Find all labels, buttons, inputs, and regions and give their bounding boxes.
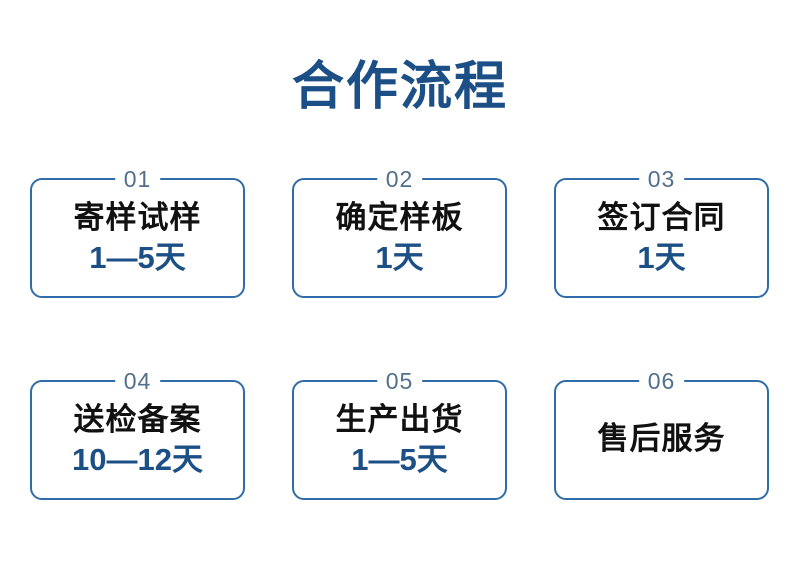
step-duration: 1天 [375,240,424,275]
step-duration: 1—5天 [351,442,448,477]
step-card-06: 06 售后服务 [554,367,769,500]
step-duration: 1—5天 [89,240,186,275]
step-number: 03 [638,165,685,193]
step-number: 06 [638,367,685,395]
step-card-05: 05 生产出货 1—5天 [292,367,507,500]
step-duration: 10—12天 [72,442,203,477]
step-card-01: 01 寄样试样 1—5天 [30,165,245,298]
step-label: 寄样试样 [73,200,202,235]
step-number: 02 [376,165,423,193]
step-card-03: 03 签订合同 1天 [554,165,769,298]
step-card-02: 02 确定样板 1天 [292,165,507,298]
step-label: 确定样板 [335,200,464,235]
steps-grid: 01 寄样试样 1—5天 02 确定样板 1天 03 签订合同 1天 04 送检… [30,165,770,500]
step-number: 01 [114,165,161,193]
step-number: 05 [376,367,423,395]
step-number: 04 [114,367,161,395]
page-title: 合作流程 [291,58,508,116]
step-card-04: 04 送检备案 10—12天 [30,367,245,500]
step-label: 送检备案 [73,402,202,437]
step-duration: 1天 [637,240,686,275]
step-label: 生产出货 [335,402,464,437]
step-label: 售后服务 [597,421,726,456]
step-label: 签订合同 [597,200,726,235]
